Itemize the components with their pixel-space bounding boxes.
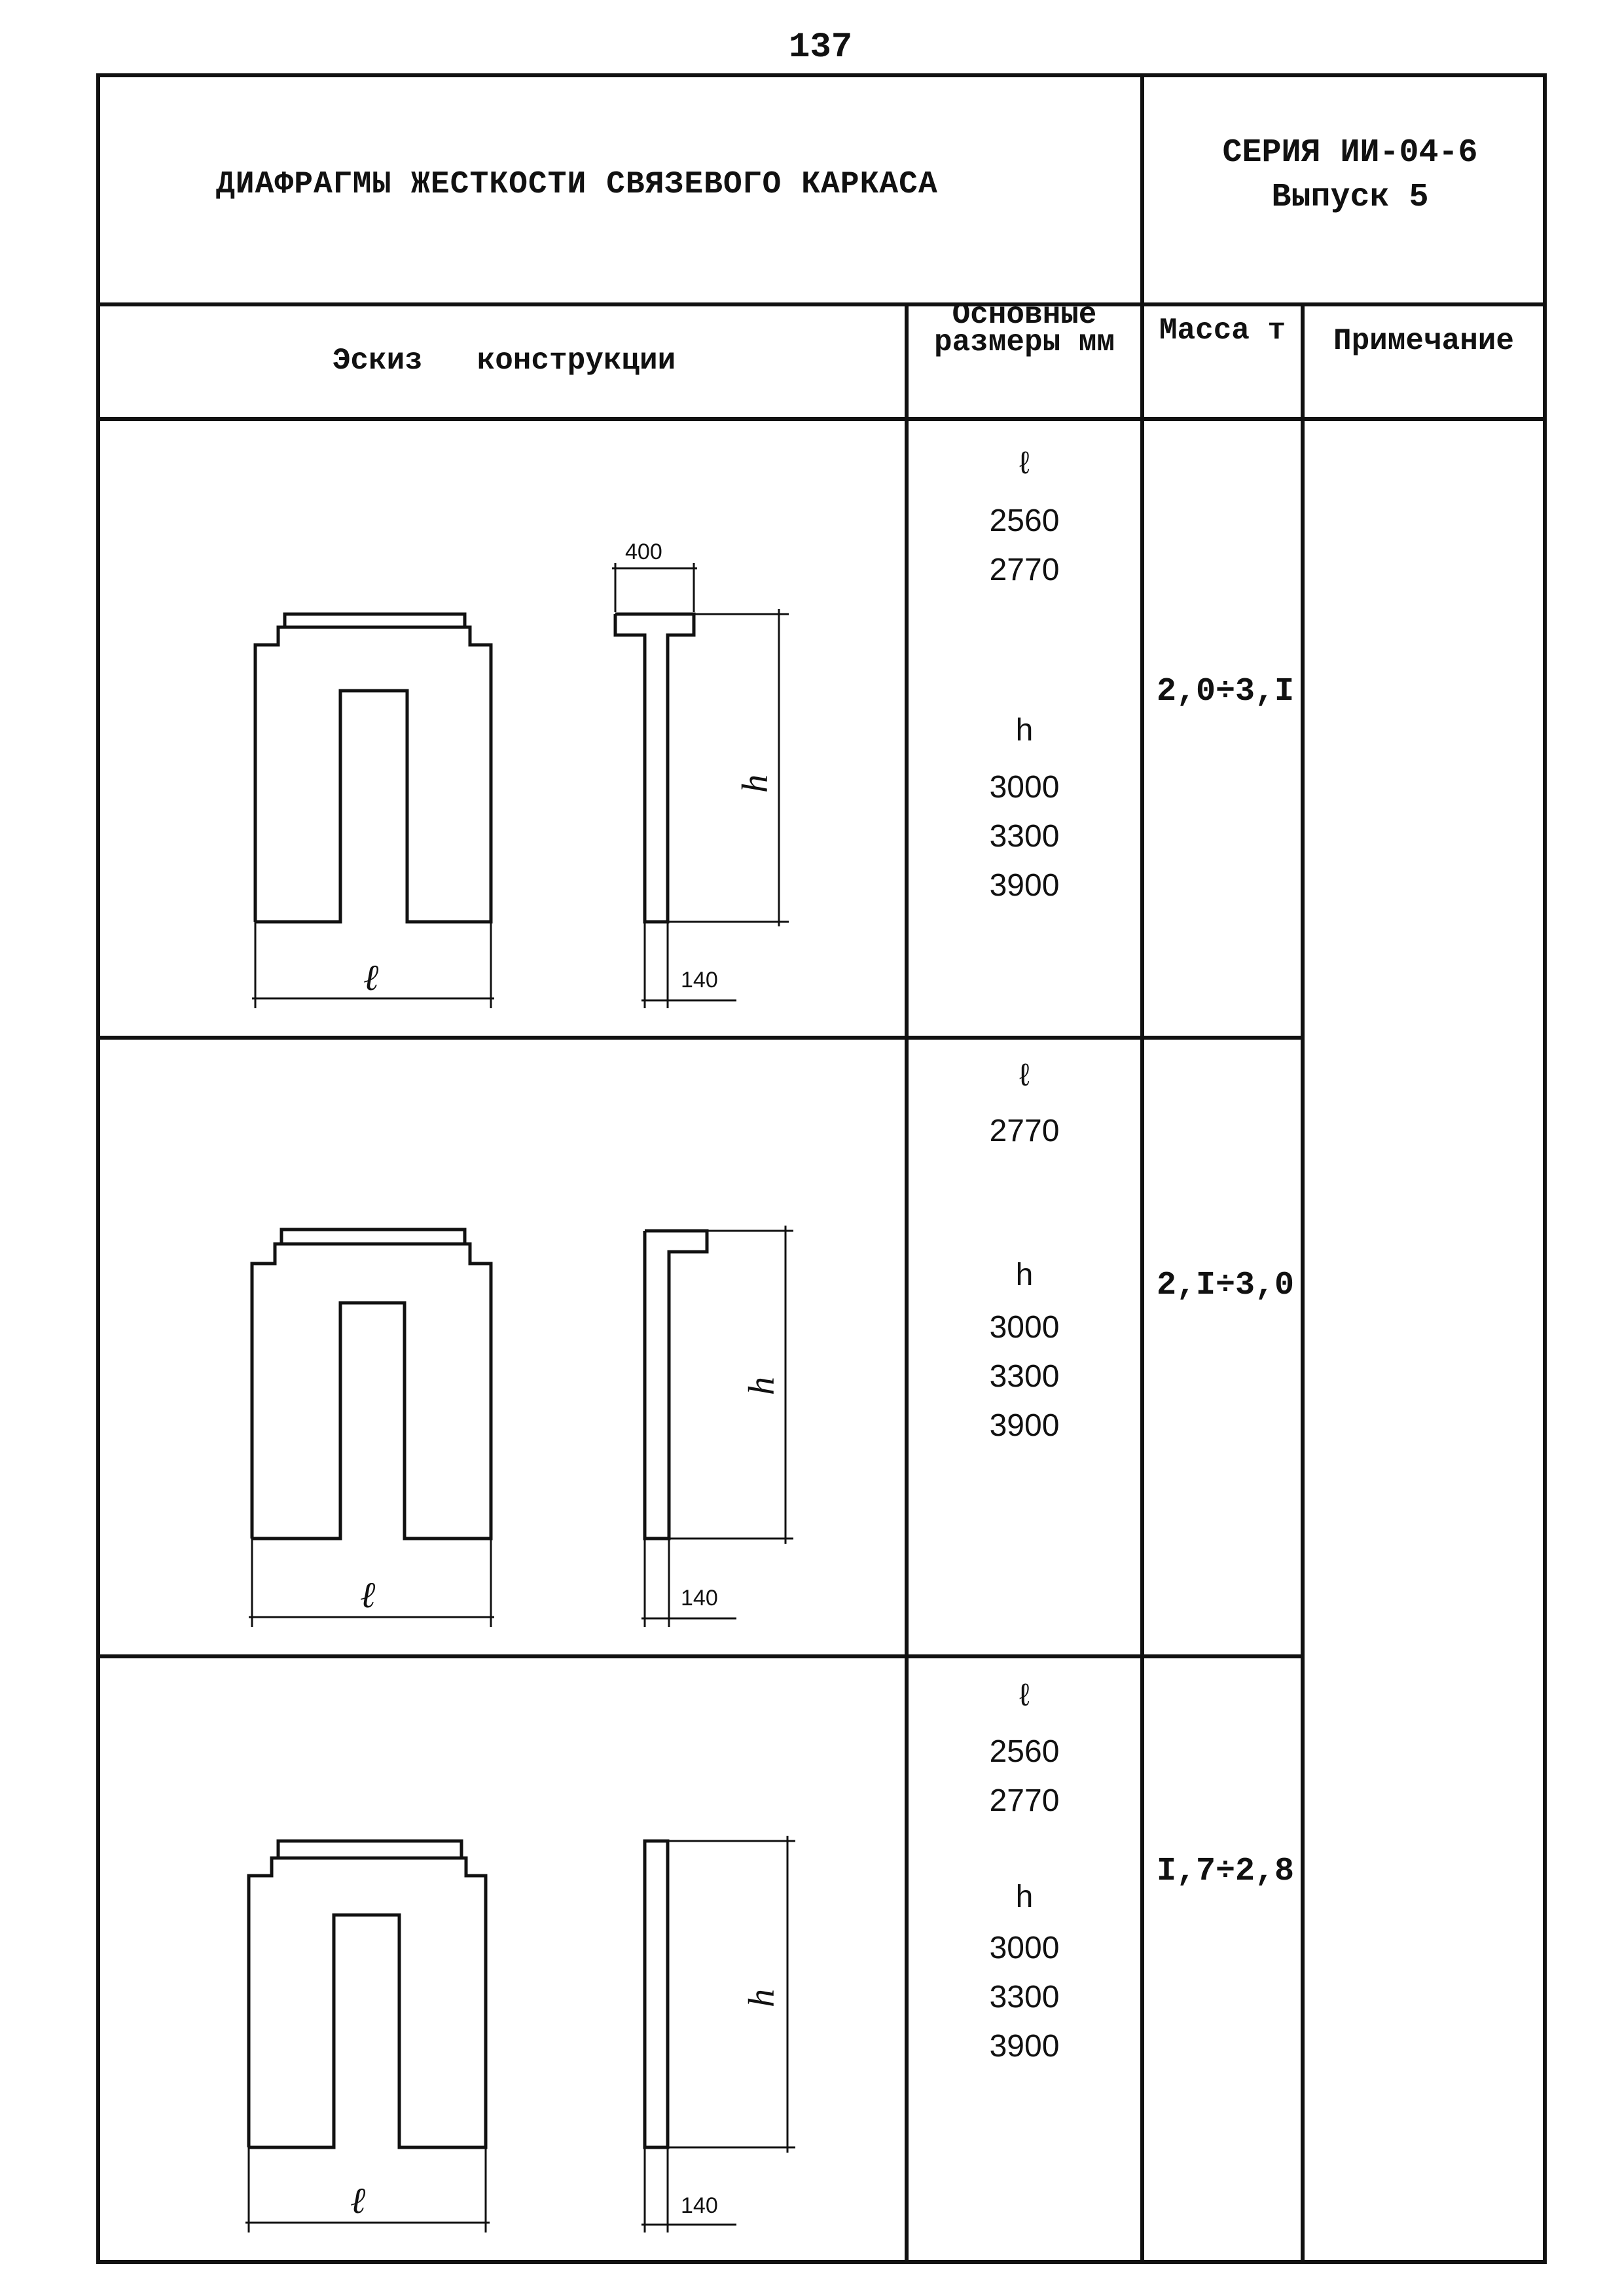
- document-title: ДИАФРАГМЫ ЖЕСТКОСТИ СВЯЗЕВОГО КАРКАСА: [216, 167, 938, 202]
- row1-label-l: ℓ: [363, 958, 379, 998]
- front-view-2: [250, 1228, 493, 1540]
- row2-dim-thickness: 140: [681, 1586, 718, 1611]
- row1-l-symbol: ℓ: [1019, 446, 1030, 481]
- column-header-note: Примечание: [1333, 324, 1515, 358]
- row3-label-l: ℓ: [350, 2181, 366, 2221]
- row3-h-value-3: 3900: [989, 2029, 1060, 2064]
- row2-h-value-3: 3900: [989, 1408, 1060, 1443]
- row3-mass: I,7÷2,8: [1156, 1853, 1295, 1890]
- row1-h-symbol: h: [1015, 713, 1034, 748]
- sketch-row-1: [252, 563, 789, 1008]
- row2-l-value-1: 2770: [989, 1114, 1060, 1148]
- section-view-1: [613, 612, 696, 924]
- row1-label-h: h: [735, 774, 776, 793]
- row1-dim-top: 400: [625, 539, 662, 564]
- row2-mass: 2,I÷3,0: [1156, 1267, 1295, 1304]
- row3-h-value-1: 3000: [989, 1931, 1060, 1965]
- series-label: СЕРИЯ ИИ-04-6 Выпуск 5: [1142, 131, 1558, 220]
- sketch-row-2: [249, 1226, 793, 1627]
- issue-number: Выпуск 5: [1271, 179, 1429, 216]
- row3-h-symbol: h: [1015, 1880, 1034, 1914]
- row1-l-value-2: 2770: [989, 553, 1060, 587]
- row1-h-value-3: 3900: [989, 868, 1060, 903]
- row2-label-h: h: [742, 1377, 782, 1395]
- row2-h-value-2: 3300: [989, 1359, 1060, 1394]
- row1-h-value-1: 3000: [989, 770, 1060, 805]
- column-header-dims: Основные размеры мм: [933, 298, 1115, 359]
- row1-dim-thickness: 140: [681, 968, 718, 993]
- page-number: 137: [789, 27, 853, 67]
- row1-l-value-1: 2560: [989, 503, 1060, 538]
- row3-l-symbol: ℓ: [1019, 1678, 1030, 1713]
- series-number: СЕРИЯ ИИ-04-6: [1222, 134, 1478, 172]
- row2-label-l: ℓ: [360, 1575, 376, 1616]
- front-view-3: [247, 1839, 488, 2149]
- row3-l-value-1: 2560: [989, 1734, 1060, 1769]
- section-view-2: [643, 1229, 709, 1540]
- row2-h-symbol: h: [1015, 1258, 1034, 1292]
- sketch-row-3: [245, 1836, 795, 2232]
- row2-l-symbol: ℓ: [1019, 1058, 1030, 1093]
- column-header-mass: Масса т: [1159, 314, 1286, 348]
- row3-label-h: h: [742, 1989, 782, 2007]
- row2-h-value-1: 3000: [989, 1310, 1060, 1345]
- row3-l-value-2: 2770: [989, 1783, 1060, 1818]
- column-header-sketch: Эскиз конструкции: [332, 344, 676, 378]
- row1-mass: 2,0÷3,I: [1156, 673, 1295, 710]
- row3-h-value-2: 3300: [989, 1980, 1060, 2014]
- table-frame: [96, 73, 1547, 2264]
- section-view-3: [643, 1839, 670, 2149]
- front-view-1: [253, 612, 493, 924]
- row3-dim-thickness: 140: [681, 2193, 718, 2218]
- row1-h-value-2: 3300: [989, 819, 1060, 854]
